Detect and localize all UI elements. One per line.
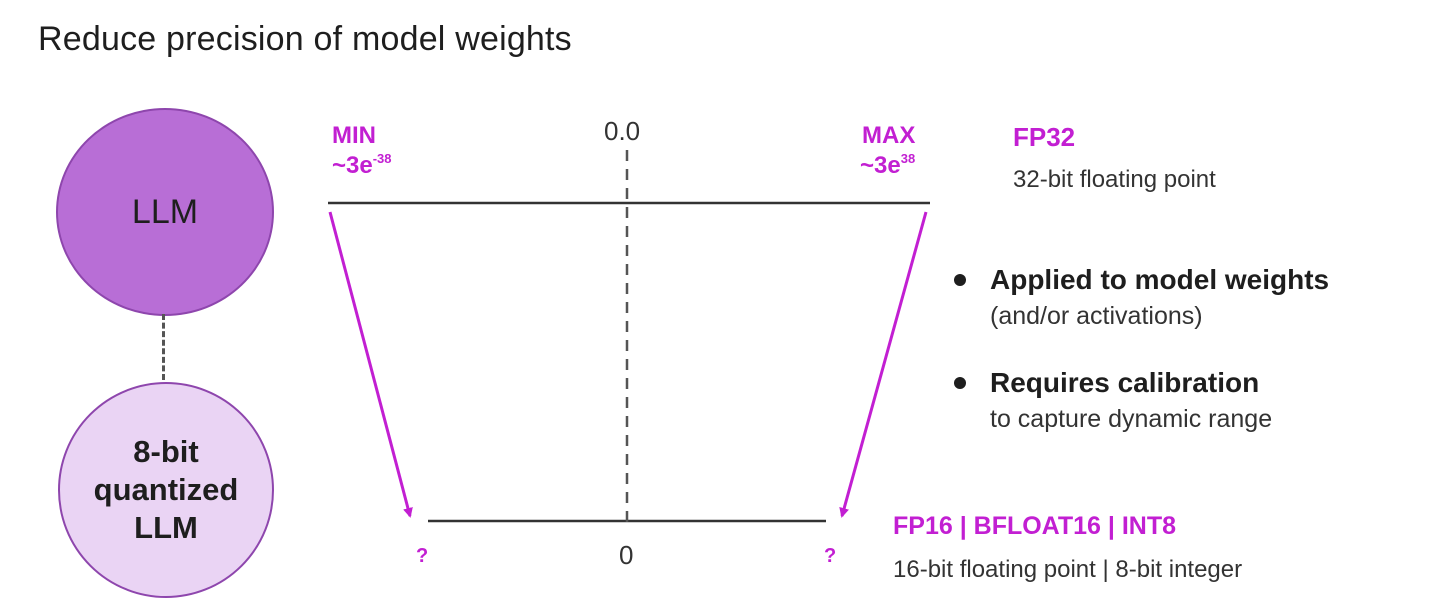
quantized-label-line-2: quantized: [93, 472, 239, 508]
quantized-label-line-3: LLM: [134, 509, 198, 545]
bullet-subtext: to capture dynamic range: [990, 405, 1273, 434]
bullet-heading: Applied to model weights: [990, 264, 1330, 295]
max-value: ~3e38: [860, 151, 916, 179]
min-label: MIN: [332, 122, 376, 149]
reduced-format-label: FP16 | BFLOAT16 | INT8: [893, 512, 1177, 540]
bullet-subtext: (and/or activations): [990, 302, 1203, 331]
bullet-list: Applied to model weights (and/or activat…: [950, 262, 1420, 467]
left-mapping-arrow: [328, 211, 413, 518]
bullet-item: Applied to model weights (and/or activat…: [950, 262, 1420, 335]
reduced-format-description: 16-bit floating point | 8-bit integer: [893, 556, 1243, 583]
bullet-dot: [954, 274, 966, 286]
fp32-zero-label: 0.0: [604, 116, 641, 146]
right-mapping-arrow: [839, 211, 928, 518]
model-connector-dashed-line: [162, 314, 165, 380]
bullet-dot: [954, 376, 966, 389]
reduced-zero-label: 0: [619, 540, 634, 570]
max-label: MAX: [862, 122, 916, 149]
fp32-description: 32-bit floating point: [1013, 166, 1216, 193]
slide-title: Reduce precision of model weights: [38, 20, 572, 58]
bullet-item: Requires calibration to capture dynamic …: [950, 365, 1420, 438]
quantized-label-line-1: 8-bit: [133, 434, 199, 470]
bullet-heading: Requires calibration: [990, 366, 1260, 398]
llm-label: LLM: [131, 192, 199, 231]
quantized-llm-circle: 8-bit quantized LLM: [58, 382, 274, 598]
fp32-format-label: FP32: [1013, 122, 1076, 152]
unknown-min-label: ?: [416, 545, 429, 567]
min-value: ~3e-38: [332, 151, 392, 179]
unknown-max-label: ?: [824, 545, 837, 567]
llm-circle: LLM: [56, 108, 274, 316]
